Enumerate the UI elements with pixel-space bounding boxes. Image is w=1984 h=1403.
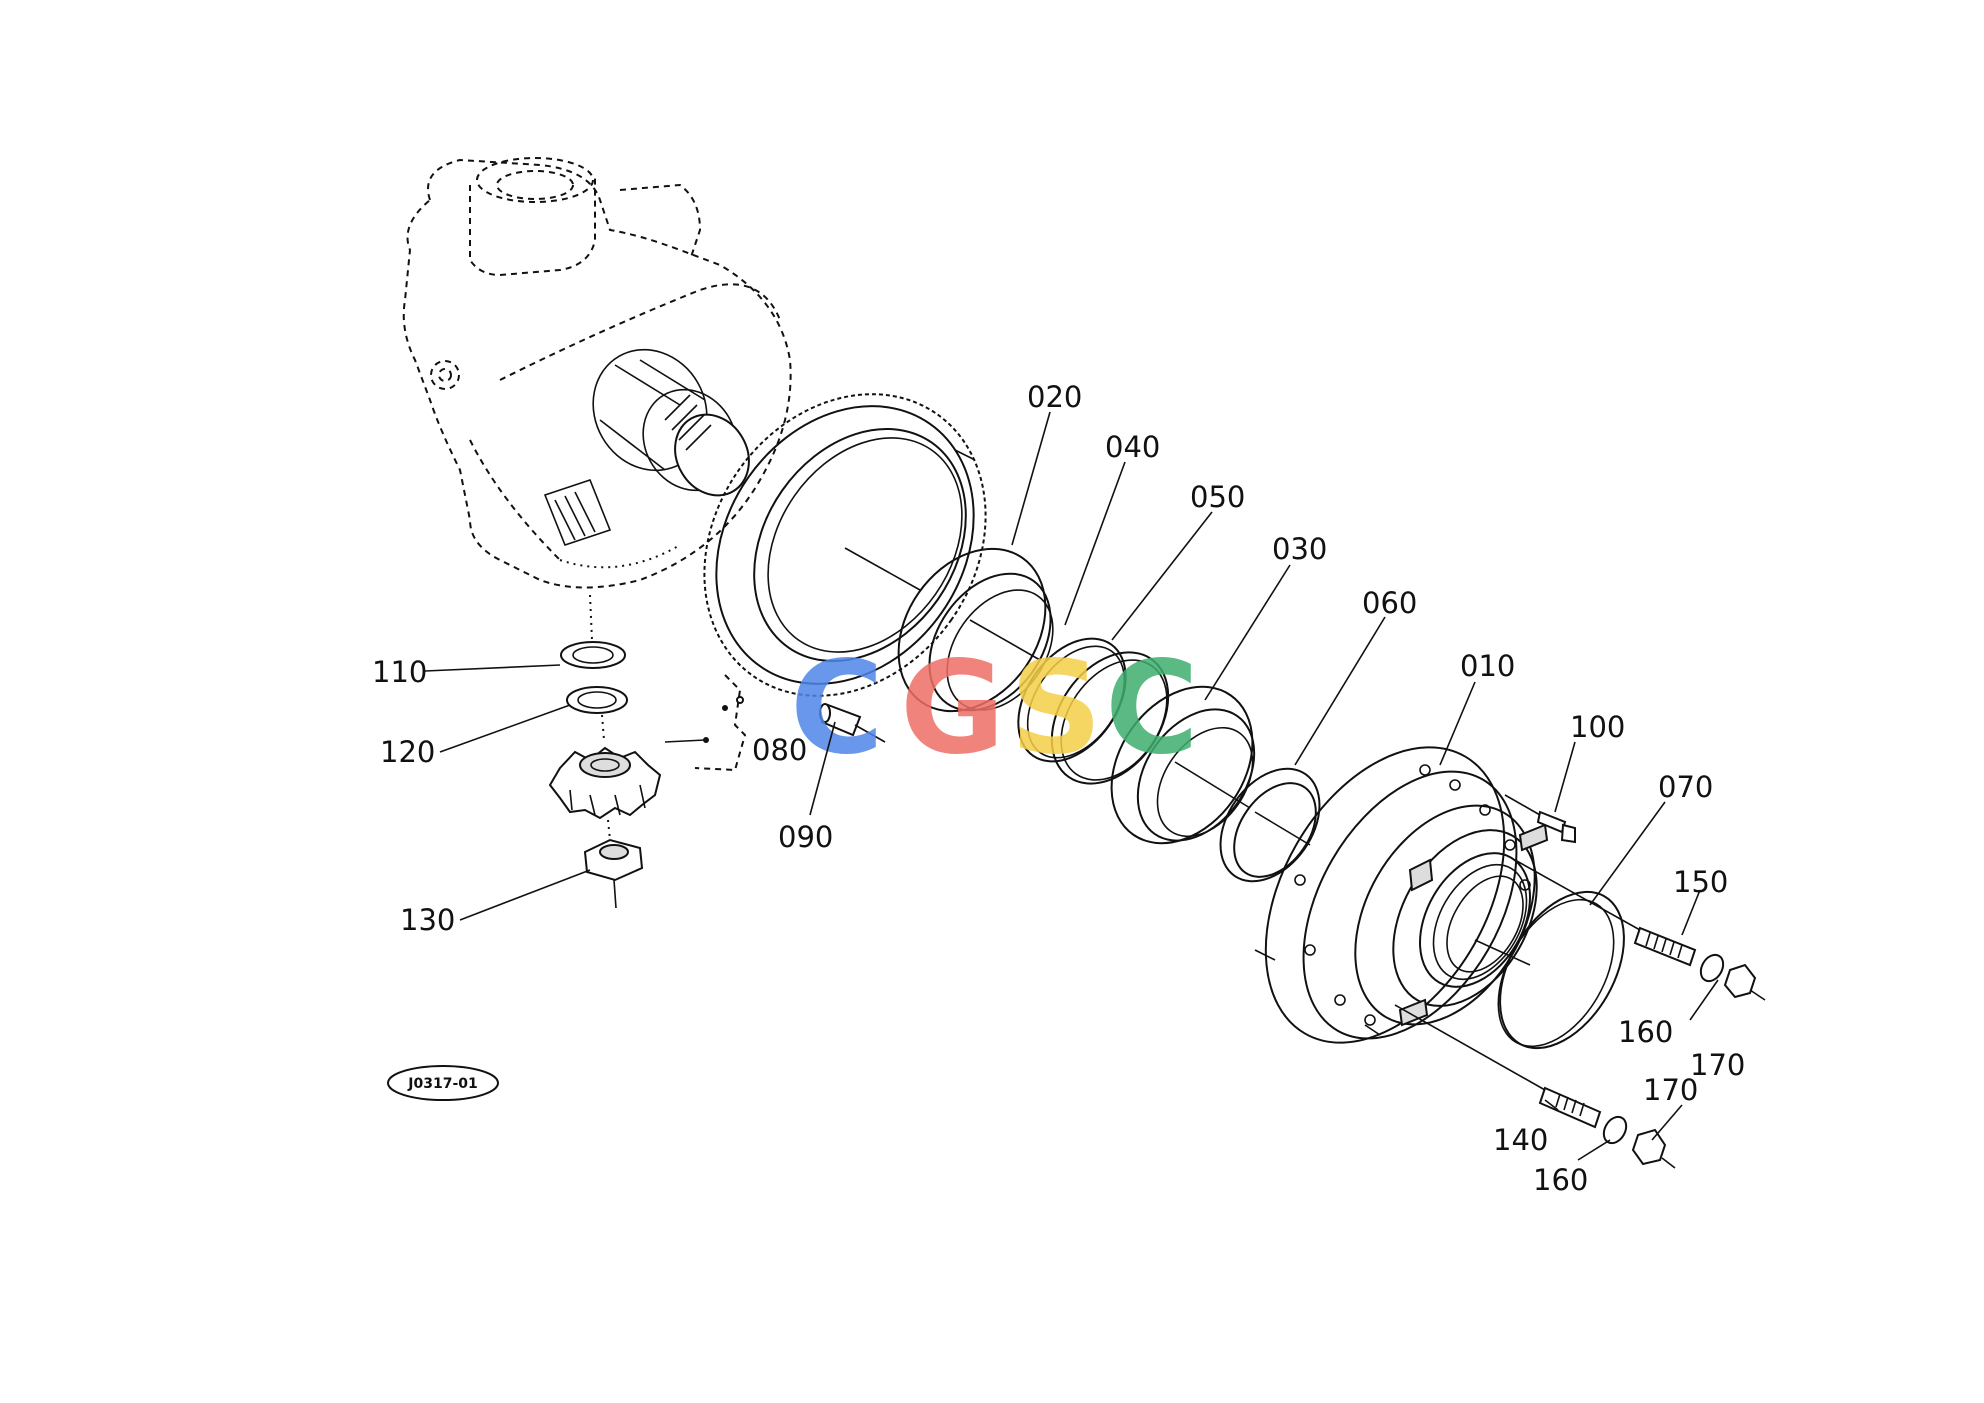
- ring-gear: [703, 393, 987, 704]
- thrust-washer-110: [560, 594, 626, 669]
- callout-050: 050: [1190, 480, 1245, 514]
- callout-140: 140: [1493, 1123, 1548, 1157]
- cap-070: [1474, 890, 1625, 1050]
- callout-130: 130: [400, 903, 455, 937]
- snap-ring-050: [1050, 651, 1170, 785]
- callout-170-right: 170: [1690, 1048, 1745, 1082]
- watermark-letter-3: S: [1010, 634, 1102, 783]
- callout-160-upper: 160: [1618, 1015, 1673, 1049]
- callout-090: 090: [778, 820, 833, 854]
- diagram-code: J0317-01: [407, 1076, 477, 1092]
- bolt-100: [1504, 794, 1576, 844]
- callout-010: 010: [1460, 649, 1515, 683]
- callout-labels: 020 040 050 030 060 010 100 070 150 160 …: [372, 380, 1745, 1197]
- callout-070: 070: [1658, 770, 1713, 804]
- bearing-030: [1110, 685, 1256, 845]
- hub-010: [1254, 746, 1549, 1044]
- bearing-020: [897, 547, 1054, 713]
- callout-080: 080: [752, 733, 807, 767]
- watermark-letter-4: C: [1105, 634, 1199, 783]
- watermark-letter-1: C: [790, 634, 884, 783]
- callout-160-lower: 160: [1533, 1163, 1588, 1197]
- oil-seal-060: [1219, 767, 1321, 883]
- pin-090: [819, 703, 886, 743]
- callout-150: 150: [1673, 865, 1728, 899]
- watermark-letter-2: G: [900, 634, 1005, 783]
- callout-030: 030: [1272, 532, 1327, 566]
- callout-110: 110: [372, 655, 427, 689]
- callout-170-lower: 170: [1643, 1073, 1698, 1107]
- callout-060: 060: [1362, 586, 1417, 620]
- pinion-gear: [548, 714, 662, 820]
- callout-040: 040: [1105, 430, 1160, 464]
- callout-100: 100: [1570, 710, 1625, 744]
- leader-lines: [424, 411, 1719, 1161]
- nut-130: [583, 819, 644, 909]
- callout-120: 120: [380, 735, 435, 769]
- pin-080-bracket: [664, 674, 747, 772]
- snap-ring-040: [1017, 637, 1127, 763]
- diagram-code-badge: J0317-01: [387, 1065, 499, 1101]
- watermark: C G S C: [790, 634, 1199, 783]
- stud-150: [1514, 859, 1766, 1001]
- thrust-washer-120: [566, 686, 628, 714]
- callout-020: 020: [1027, 380, 1082, 414]
- gear-housing: [402, 157, 792, 589]
- stud-140: [1394, 1004, 1676, 1169]
